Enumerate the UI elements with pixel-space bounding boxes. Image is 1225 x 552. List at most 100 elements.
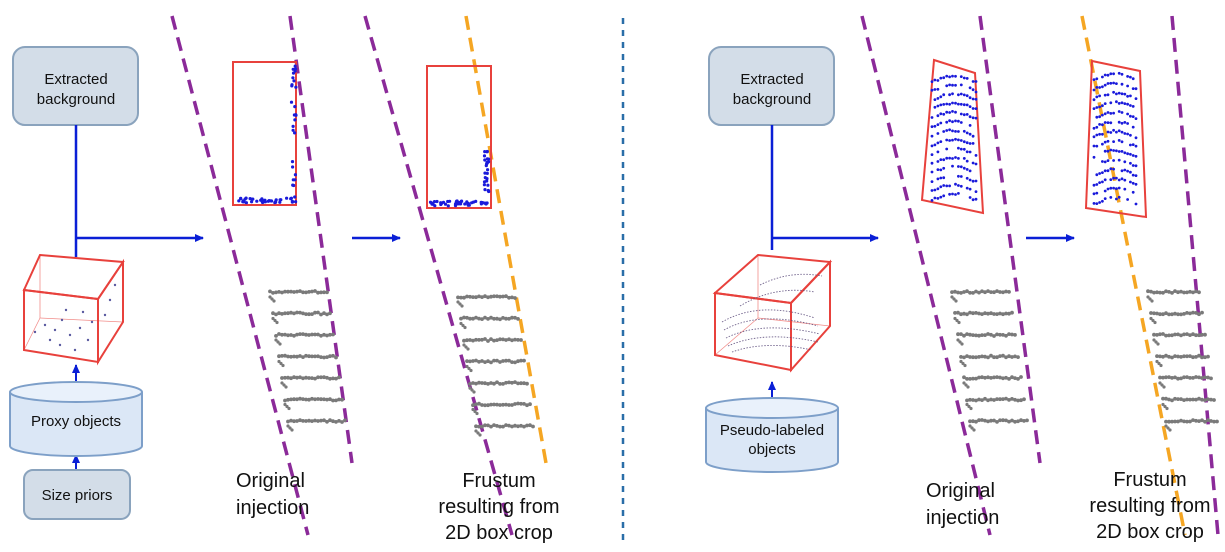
lidar-point	[1131, 154, 1135, 157]
lidar-point	[1161, 375, 1165, 380]
lidar-point	[965, 168, 969, 171]
lidar-point	[1182, 312, 1186, 316]
lidar-point	[1200, 397, 1204, 402]
lidar-point	[1112, 128, 1115, 132]
lidar-point	[495, 424, 499, 428]
lidar-point	[1120, 92, 1124, 96]
lidar-point	[951, 164, 954, 168]
lidar-point	[459, 316, 463, 321]
lidar-point	[289, 354, 293, 359]
lidar-point	[952, 297, 956, 301]
lidar-point	[328, 397, 332, 402]
lidar-point	[1025, 418, 1029, 423]
lidar-point	[942, 76, 946, 80]
lidar-point	[1101, 85, 1104, 89]
size-priors-label: Size priors	[42, 487, 113, 504]
lidar-point	[1131, 143, 1135, 147]
lidar-point	[237, 199, 241, 203]
lidar-point	[298, 354, 302, 358]
lidar-point	[1120, 140, 1124, 144]
lidar-point	[936, 197, 940, 200]
lidar-point	[325, 375, 329, 380]
lidar-point	[446, 204, 450, 208]
lidar-point	[968, 142, 972, 145]
lidar-point	[328, 354, 332, 359]
lidar-point	[340, 397, 344, 402]
lidar-point	[456, 300, 460, 304]
lidar-point	[313, 376, 317, 381]
lidar-point	[294, 85, 298, 89]
lidar-point	[942, 93, 946, 97]
lidar-point	[968, 124, 972, 127]
lidar-point	[1182, 332, 1186, 337]
lidar-point	[301, 355, 305, 359]
lidar-point	[480, 424, 484, 429]
lidar-point	[498, 424, 502, 429]
extracted-background-label-1: Extracted	[44, 71, 107, 88]
lidar-point	[998, 332, 1002, 337]
lidar-point	[277, 359, 281, 364]
lidar-point	[1115, 149, 1118, 153]
lidar-point	[522, 381, 526, 386]
frustum-boundary-left	[860, 15, 992, 536]
lidar-point	[270, 199, 274, 203]
lidar-point	[495, 338, 499, 342]
lidar-point	[974, 80, 978, 83]
lidar-point	[958, 340, 962, 344]
lidar-point	[1129, 170, 1132, 174]
lidar-point	[1092, 144, 1096, 148]
lidar-point	[504, 294, 508, 299]
lidar-point	[1103, 93, 1107, 97]
lidar-point	[1173, 332, 1177, 337]
caption-original-2: injection	[926, 507, 999, 529]
lidar-point	[1095, 95, 1099, 99]
lidar-point	[480, 381, 484, 385]
lidar-point	[1103, 140, 1107, 144]
lidar-point	[948, 102, 951, 106]
lidar-point	[1001, 312, 1005, 317]
lidar-point	[268, 295, 272, 299]
lidar-point	[492, 316, 496, 321]
lidar-point	[971, 179, 975, 183]
lidar-point	[290, 160, 295, 164]
lidar-point	[1120, 82, 1124, 86]
lidar-point	[1158, 354, 1162, 359]
lidar-point	[1191, 310, 1195, 315]
lidar-point	[998, 311, 1002, 316]
lidar-point	[1150, 299, 1154, 303]
lidar-point	[1209, 376, 1213, 381]
lidar-point	[1001, 333, 1005, 337]
caption-frustum-3: 2D box crop	[1096, 521, 1204, 543]
lidar-point	[489, 315, 493, 320]
lidar-point	[1194, 333, 1198, 338]
lidar-point	[292, 333, 296, 338]
lidar-point	[986, 289, 990, 293]
lidar-point	[507, 337, 511, 342]
lidar-point	[464, 345, 468, 349]
lidar-point	[480, 403, 484, 407]
lidar-point	[1164, 353, 1168, 358]
lidar-point	[1203, 375, 1207, 380]
lidar-point	[507, 358, 511, 363]
lidar-point	[1182, 398, 1186, 402]
lidar-point	[1131, 173, 1135, 177]
lidar-point	[1212, 419, 1216, 424]
lidar-point	[1123, 151, 1127, 155]
lidar-point	[1092, 98, 1096, 102]
lidar-point	[1126, 152, 1129, 156]
lidar-point	[1131, 181, 1135, 185]
lidar-point	[313, 310, 317, 315]
lidar-point	[1092, 135, 1096, 139]
background-points	[950, 289, 1029, 432]
lidar-point	[962, 381, 966, 385]
lidar-point	[974, 376, 978, 381]
lidar-point	[1191, 332, 1195, 337]
lidar-point	[510, 424, 514, 429]
lidar-point	[292, 397, 296, 402]
lidar-point	[971, 161, 975, 165]
lidar-point	[1185, 397, 1189, 402]
lidar-point	[453, 204, 458, 208]
lidar-point	[313, 332, 317, 337]
lidar-point	[971, 398, 975, 402]
lidar-point	[476, 431, 480, 435]
